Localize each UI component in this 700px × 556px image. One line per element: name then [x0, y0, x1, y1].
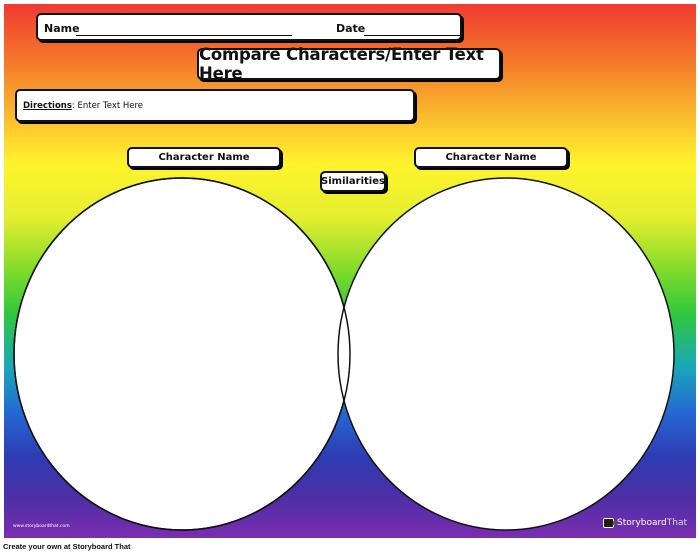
date-label: Date: [336, 22, 366, 35]
venn-diagram: [13, 177, 675, 531]
directions-label: Directions: [23, 101, 72, 111]
brand-name-part1: Storyboard: [617, 518, 667, 528]
page-title[interactable]: Compare Characters/Enter Text Here: [197, 45, 501, 83]
venn-left-outline: [13, 177, 351, 531]
similarities-label[interactable]: Similarities: [320, 171, 386, 192]
directions-box[interactable]: Directions: Enter Text Here: [15, 89, 415, 122]
venn-right-circle: [337, 177, 675, 531]
footer-caption: Create your own at Storyboard That: [3, 542, 131, 551]
footer-url: www.storyboardthat.com: [13, 524, 70, 529]
name-line[interactable]: [76, 35, 292, 36]
date-line[interactable]: [364, 35, 460, 36]
brand-name-part2: That: [666, 518, 688, 528]
worksheet-canvas: Name Date Compare Characters/Enter Text …: [4, 4, 696, 538]
storyboard-icon: [603, 518, 617, 528]
name-label: Name: [44, 22, 80, 35]
right-character-name[interactable]: Character Name: [414, 147, 568, 168]
venn-left-circle: [13, 177, 351, 531]
left-character-name[interactable]: Character Name: [127, 147, 281, 168]
name-date-box: Name Date: [36, 13, 462, 41]
directions-text: : Enter Text Here: [71, 101, 144, 111]
